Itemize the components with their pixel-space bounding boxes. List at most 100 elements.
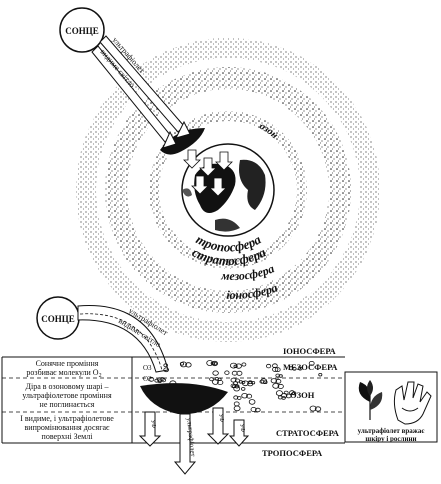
leaf-icon [358,380,383,420]
molecule-shape [278,374,283,378]
molecule-shape [157,379,162,383]
svg-text:Діра в озоновому шарі –: Діра в озоновому шарі – [26,382,110,391]
molecule-shape [246,393,253,399]
molecule-shape [297,366,303,371]
ozone-ring [149,111,307,269]
molecule-shape [240,387,246,391]
ozone-hole-bottom [140,383,228,415]
molecule-shape [236,396,242,400]
svg-text:не поглинається: не поглинається [40,400,95,409]
molecule-shape [288,366,294,371]
molecule-shape [206,360,214,366]
o2-label: O2 [143,375,152,383]
svg-text:Сонячне проміння: Сонячне проміння [36,359,99,368]
molecule-shape [212,370,219,376]
molecule-shape [179,361,185,366]
uv-label-1: УФ [149,419,156,429]
molecule-shape [230,362,238,369]
svg-text:випромінювання досягає: випромінювання досягає [25,423,111,432]
troposphere-label-top: тропосфера [194,231,264,254]
molecule-shape [285,393,292,399]
molecule-shape [236,370,243,376]
molecule-shape [213,362,218,366]
ray-band-bottom [77,305,169,373]
molecule-shape [211,379,219,385]
molecule-shape [247,381,254,387]
molecule-shape [233,401,240,407]
bottom-diagram: СОНЦЕ ультрафіолет видиме світло ІОНОСФЕ… [1,296,438,475]
molecule-shape [283,390,289,395]
molecule-shape [275,378,282,384]
molecule-shape [277,383,284,389]
molecule-shape [250,406,257,412]
molecule-shape [163,363,169,368]
layer-ionosphere: ІОНОСФЕРА [283,346,336,356]
molecule-shape [272,366,279,372]
molecule-shape [272,383,280,389]
molecule-shape [230,377,237,383]
molecule-shape [248,399,256,405]
uv-arrows-bottom [138,407,250,475]
molecules-scatter [148,360,323,413]
molecule-shape [292,366,297,371]
molecule-shape [289,390,295,396]
damage-illustration: ультрафіолет вражає шкіру і рослини [344,371,438,443]
top-diagram: СОНЦЕ ультрафіолет видиме світло озон тр… [59,7,380,342]
molecule-shape [309,405,317,412]
molecule-shape [235,363,242,369]
molecule-shape [217,379,224,385]
molecule-shape [241,393,248,399]
layer-ozone: ОЗОН [290,390,315,400]
molecule-shape [233,385,241,392]
svg-text:поверхні Землі: поверхні Землі [42,432,94,441]
molecule-shape [211,360,218,367]
explanation-row-3: І видиме, і ультрафіолетове випромінюван… [20,414,114,441]
uv-label-3: УФ [238,423,245,433]
layer-stratosphere: СТРАТОСФЕРА [276,428,340,438]
molecule-shape [209,377,214,382]
layer-mesosphere: МЕЗОСФЕРА [283,362,338,372]
molecule-shape [224,370,230,375]
molecule-shape [265,363,272,369]
molecule-shape [274,367,281,373]
stratosphere-label-top: стратосфера [190,244,269,268]
explanation-row-1: Сонячне проміння розбиває молекули О2 [26,359,101,379]
molecule-shape [270,378,278,384]
molecule-shape [233,405,241,412]
molecule-shape [163,367,170,373]
layer-troposphere: ТРОПОСФЕРА [262,448,323,458]
explanation-row-2: Діра в озоновому шарі – ультрафіолетове … [22,382,112,409]
svg-text:І видиме, і ультрафіолетове: І видиме, і ультрафіолетове [20,414,114,423]
damage-line-2: шкіру і рослини [365,435,416,443]
molecule-shape [254,407,261,413]
mesosphere-ring [105,67,351,313]
uv-label-2: УФ [217,413,224,423]
molecule-shape [234,378,241,383]
svg-text:ультрафіолетове проміння: ультрафіолетове проміння [22,391,112,400]
molecule-shape [154,378,160,383]
molecule-shape [148,376,155,382]
molecule-shape [185,362,192,368]
svg-text:розбиває молекули О2: розбиває молекули О2 [26,368,101,379]
molecule-shape [314,406,322,412]
sun-label-bottom: СОНЦЕ [41,314,75,324]
molecule-shape [241,380,249,387]
sun-rays-top [91,35,191,149]
hand-icon [393,381,432,425]
molecule-shape [318,373,323,377]
molecule-shape [263,380,268,385]
molecule-shape [260,378,268,384]
damage-line-1: ультрафіолет вражає [358,427,425,435]
molecule-shape [230,383,236,388]
molecule-shape [241,362,247,367]
o3-label: O3 [143,364,152,372]
molecule-shape [275,373,281,378]
small-arrows-top [183,149,233,197]
molecule-shape [233,395,239,400]
ozone-hole-shape [160,128,205,155]
molecule-shape [308,360,315,366]
sun-circle-top [59,7,105,53]
ionosphere-ring [76,38,380,342]
sun-label-top: СОНЦЕ [65,26,99,36]
